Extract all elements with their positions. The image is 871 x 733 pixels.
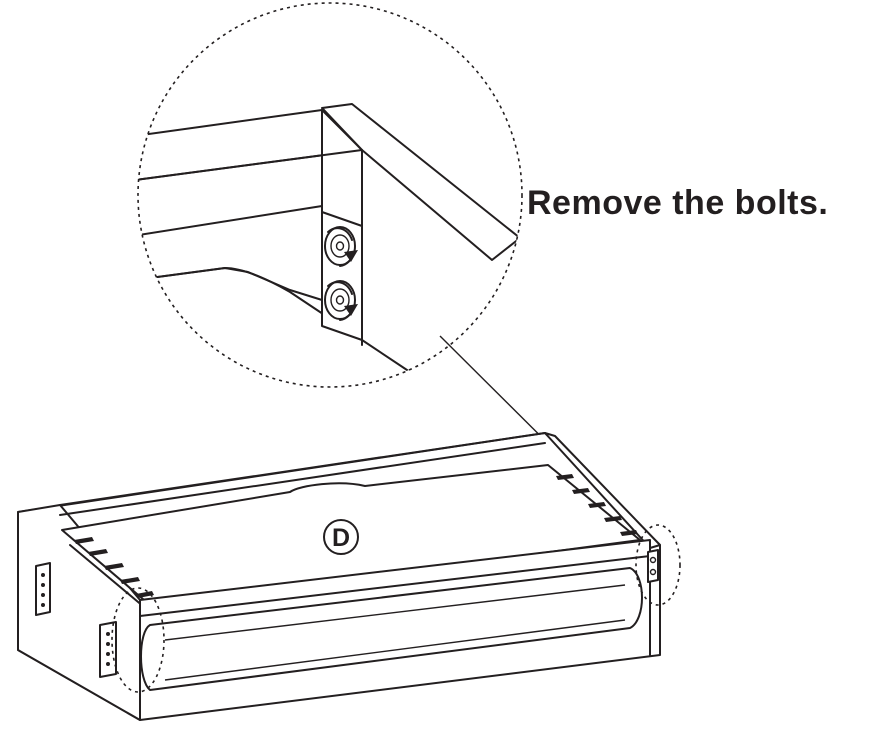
treadmill-frame: D [17,432,681,721]
bolt-lower-icon [324,280,358,321]
left-roller-slats [74,537,154,598]
left-bracket-lower [99,621,117,678]
highlight-left-bracket [111,587,165,693]
callout-circle [137,2,523,388]
right-bracket [647,549,659,583]
instruction-caption: Remove the bolts. [527,184,829,222]
right-end-panel [544,432,661,549]
left-bracket-upper [35,562,51,616]
detail-callout [137,2,646,541]
bolt-upper-icon [324,226,358,267]
part-label-d: D [323,519,359,555]
highlight-right-bracket [635,524,681,606]
magnified-frame-corner [138,103,521,373]
right-roller-slats [556,474,638,536]
part-label-text: D [332,524,350,552]
